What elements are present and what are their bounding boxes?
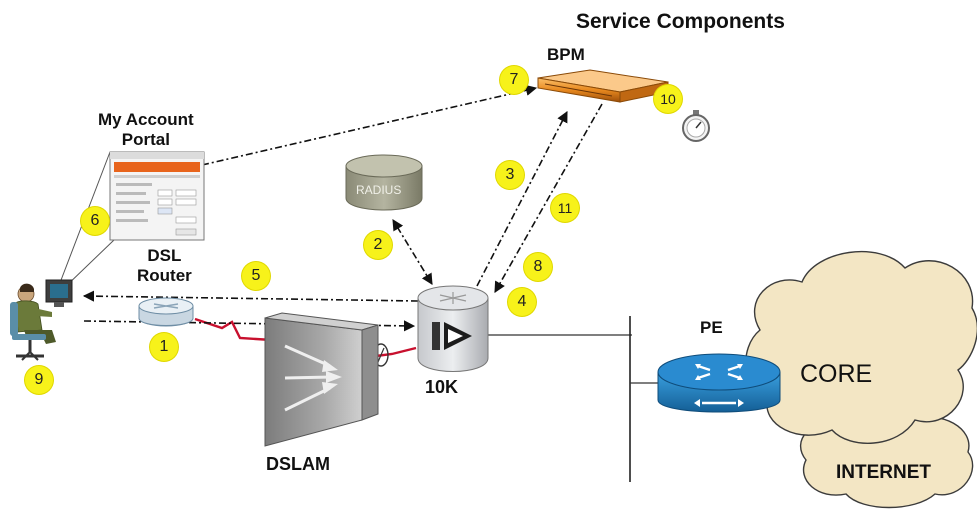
network-links <box>194 316 662 482</box>
step-marker-5: 5 <box>242 262 270 290</box>
radius-label: RADIUS <box>356 183 402 197</box>
step-marker-6: 6 <box>81 207 109 235</box>
dslam-chassis <box>264 312 379 447</box>
bpm-label: BPM <box>547 45 585 64</box>
step-marker-8: 8 <box>524 253 552 281</box>
step-marker-3: 3 <box>496 161 524 189</box>
user-workstation <box>10 279 73 361</box>
service-components-title: Service Components <box>576 10 785 33</box>
step-marker-7: 7 <box>500 66 528 94</box>
dslam-label: DSLAM <box>266 454 330 474</box>
step-marker-1: 1 <box>150 333 178 361</box>
radius-database <box>345 154 423 211</box>
portal-window <box>109 151 205 241</box>
core-cloud <box>745 250 977 444</box>
ten-k-label: 10K <box>425 377 459 397</box>
bpm-server <box>537 69 669 103</box>
pe-router <box>657 353 781 413</box>
step-marker-4: 4 <box>508 288 536 316</box>
dsl-router <box>138 297 194 327</box>
step-marker-9: 9 <box>25 366 53 394</box>
stopwatch-icon <box>682 110 710 142</box>
pe-label: PE <box>700 318 723 337</box>
step-marker-2: 2 <box>364 231 392 259</box>
step-marker-10: 10 <box>654 85 682 113</box>
step-marker-11: 11 <box>551 194 579 222</box>
dsl-router-label: DSL Router <box>137 246 192 285</box>
my-account-portal-label: My Account Portal <box>98 110 194 149</box>
ten-k-router <box>417 285 489 372</box>
core-label: CORE <box>800 360 873 388</box>
internet-label: INTERNET <box>836 462 931 483</box>
